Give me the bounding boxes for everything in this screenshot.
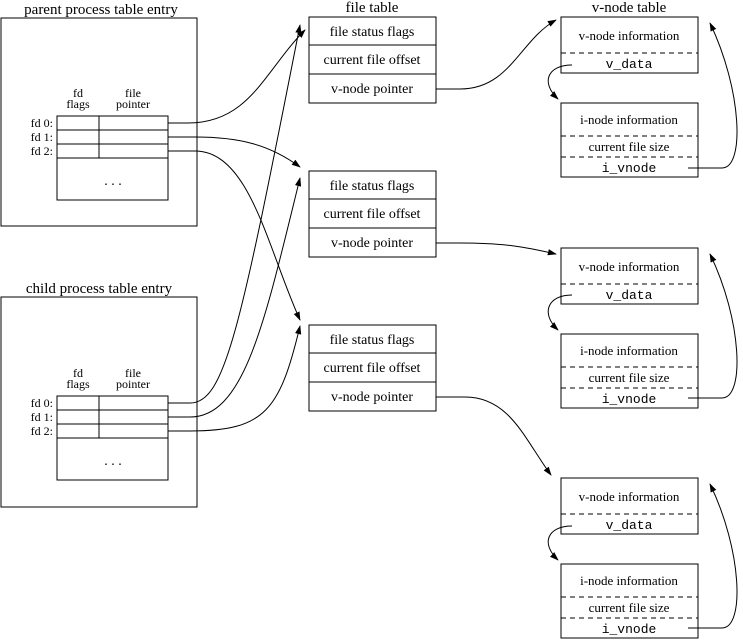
- file-pointer-header-line2: pointer: [116, 377, 150, 391]
- v-data-field: v_data: [606, 57, 653, 72]
- child-process-entry: fd flags file pointer fd 0: fd 1: fd 2: …: [0, 296, 198, 508]
- file-table-header: file table: [346, 0, 399, 16]
- parent-fd2-label: fd 2:: [31, 144, 53, 158]
- parent-fd0-arrow: [168, 29, 306, 124]
- current-file-size: current file size: [589, 139, 670, 154]
- vnode-pointer: v-node pointer: [331, 390, 413, 405]
- v-data-arrow-1: [547, 64, 573, 100]
- inode-entry-1: i-node information current file size i_v…: [560, 102, 699, 178]
- file-table-entry-3: file status flags current file offset v-…: [308, 324, 437, 412]
- current-file-size: current file size: [589, 600, 670, 615]
- v-data-arrow-2: [547, 294, 573, 331]
- vnode-pointer-arrow-1: [436, 19, 557, 90]
- i-vnode-arrow-1: [688, 22, 738, 169]
- file-pointer-header-line1: file: [125, 366, 141, 380]
- parent-fd1-label: fd 1:: [31, 130, 53, 144]
- vnode-information: v-node information: [579, 259, 680, 274]
- parent-fd1-arrow: [168, 136, 301, 168]
- vnode-pointer: v-node pointer: [331, 82, 413, 97]
- parent-process-header: parent process table entry: [24, 2, 178, 18]
- vnode-pointer-arrow-2: [436, 242, 557, 256]
- i-vnode-field: i_vnode: [602, 161, 657, 176]
- v-data-arrow-3: [547, 525, 573, 561]
- child-fd1-label: fd 1:: [31, 410, 53, 424]
- i-vnode-arrow-3: [688, 483, 738, 629]
- file-pointer-header-line1: file: [125, 86, 141, 100]
- child-fd1-arrow: [168, 177, 302, 418]
- child-fd0-arrow: [168, 24, 302, 404]
- vnode-pointer-arrow-3: [436, 396, 552, 476]
- inode-entry-3: i-node information current file size i_v…: [560, 563, 699, 639]
- parent-fd2-arrow: [168, 150, 301, 321]
- current-file-offset: current file offset: [324, 207, 421, 222]
- file-status-flags: file status flags: [330, 333, 415, 348]
- v-data-field: v_data: [606, 518, 653, 533]
- i-vnode-field: i_vnode: [602, 392, 657, 407]
- vnode-entry-1: v-node information v_data: [560, 16, 699, 74]
- vnode-pointer: v-node pointer: [331, 236, 413, 251]
- vnode-entry-3: v-node information v_data: [560, 477, 699, 535]
- vnode-table-header: v-node table: [592, 0, 667, 16]
- inode-information: i-node information: [580, 112, 678, 127]
- fd-flags-header-line1: fd: [73, 366, 83, 380]
- parent-process-entry: fd flags file pointer fd 0: fd 1: fd 2: …: [0, 17, 198, 227]
- current-file-size: current file size: [589, 370, 670, 385]
- child-fd0-label: fd 0:: [31, 396, 53, 410]
- child-fd2-label: fd 2:: [31, 424, 53, 438]
- inode-information: i-node information: [580, 573, 678, 588]
- current-file-offset: current file offset: [324, 361, 421, 376]
- file-status-flags: file status flags: [330, 25, 415, 40]
- parent-ellipsis: . . .: [104, 174, 122, 189]
- vnode-entry-2: v-node information v_data: [560, 247, 699, 305]
- inode-entry-2: i-node information current file size i_v…: [560, 333, 699, 409]
- inode-information: i-node information: [580, 343, 678, 358]
- fd-flags-header-line2: flags: [66, 377, 90, 391]
- file-table-entry-2: file status flags current file offset v-…: [308, 170, 437, 258]
- file-status-flags: file status flags: [330, 179, 415, 194]
- v-data-field: v_data: [606, 288, 653, 303]
- fd-flags-header-line2: flags: [66, 97, 90, 111]
- i-vnode-arrow-2: [688, 253, 738, 399]
- current-file-offset: current file offset: [324, 53, 421, 68]
- fd-flags-header-line1: fd: [73, 86, 83, 100]
- child-ellipsis: . . .: [104, 454, 122, 469]
- file-table-entry-1: file status flags current file offset v-…: [308, 16, 437, 104]
- vnode-information: v-node information: [579, 489, 680, 504]
- vnode-information: v-node information: [579, 28, 680, 43]
- i-vnode-field: i_vnode: [602, 622, 657, 637]
- file-pointer-header-line2: pointer: [116, 97, 150, 111]
- parent-fd0-label: fd 0:: [31, 116, 53, 130]
- child-fd2-arrow: [168, 325, 302, 432]
- child-process-header: child process table entry: [26, 281, 173, 297]
